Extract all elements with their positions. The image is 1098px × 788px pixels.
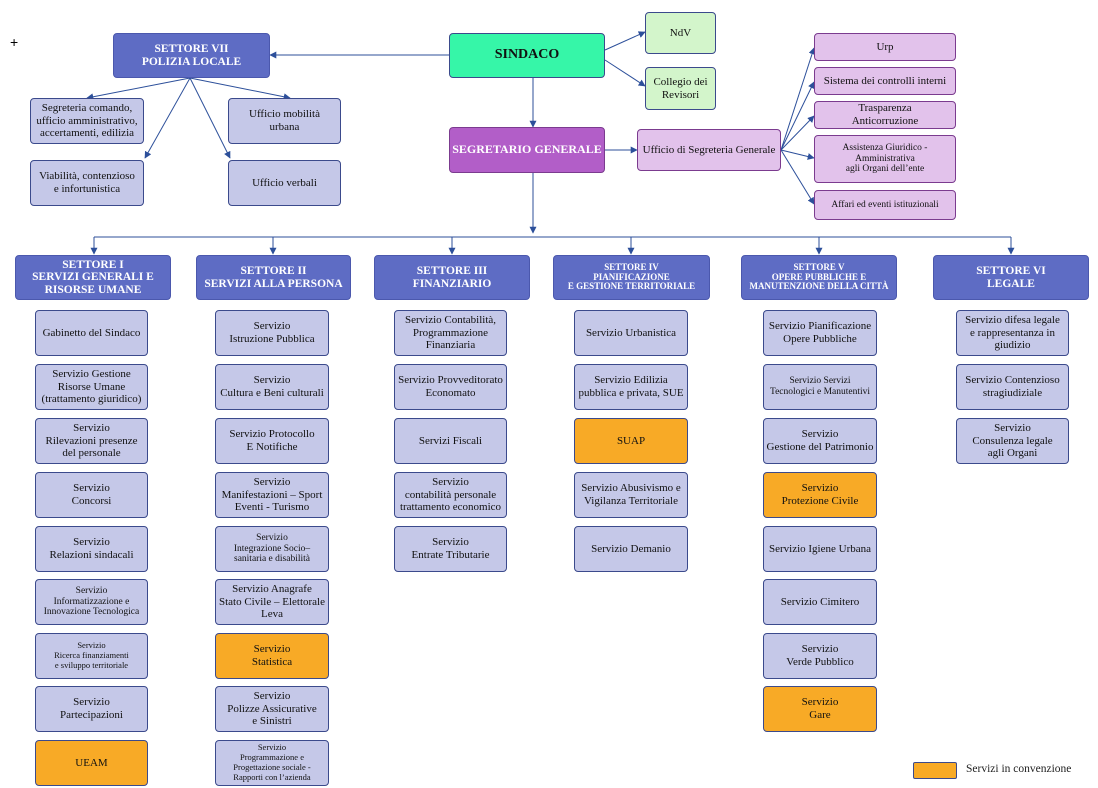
s2-service-7: Servizio Statistica — [215, 633, 329, 679]
s3-service-4: Servizio contabilità personale trattamen… — [394, 472, 507, 518]
edge-polizia-u4 — [189, 77, 231, 159]
edge-ufficio-u3 — [780, 115, 815, 151]
s4-service-5: Servizio Demanio — [574, 526, 688, 572]
legend-swatch — [913, 762, 957, 779]
s2-service-4: Servizio Manifestazioni – Sport Eventi -… — [215, 472, 329, 518]
s2-service-9: Servizio Programmazione e Progettazione … — [215, 740, 329, 786]
s2-service-2: Servizio Cultura e Beni culturali — [215, 364, 329, 410]
s4-service-2: Servizio Edilizia pubblica e privata, SU… — [574, 364, 688, 410]
edge-sindaco-collegio — [604, 59, 646, 87]
s4-service-1: Servizio Urbanistica — [574, 310, 688, 356]
polizia-unit-segreteria: Segreteria comando, ufficio amministrati… — [30, 98, 144, 144]
s2-service-1: Servizio Istruzione Pubblica — [215, 310, 329, 356]
s1-service-2: Servizio Gestione Risorse Umane (trattam… — [35, 364, 148, 410]
s3-service-2: Servizio Provveditorato Economato — [394, 364, 507, 410]
s3-service-5: Servizio Entrate Tributarie — [394, 526, 507, 572]
ufficio-segreteria-box: Ufficio di Segreteria Generale — [637, 129, 781, 171]
edge-polizia-u1 — [86, 77, 191, 101]
sector-vii-header: SETTORE VII POLIZIA LOCALE — [113, 33, 270, 78]
edge-sindaco-ndv — [604, 31, 646, 51]
sector-vi-header: SETTORE VI LEGALE — [933, 255, 1089, 300]
sector-v-header: SETTORE V OPERE PUBBLICHE E MANUTENZIONE… — [741, 255, 897, 300]
s3-service-1: Servizio Contabilità, Programmazione Fin… — [394, 310, 507, 356]
s5-service-1: Servizio Pianificazione Opere Pubbliche — [763, 310, 877, 356]
s1-service-1: Gabinetto del Sindaco — [35, 310, 148, 356]
sector-i-header: SETTORE I SERVIZI GENERALI E RISORSE UMA… — [15, 255, 171, 300]
s1-service-8: Servizio Partecipazioni — [35, 686, 148, 732]
s1-service-3: Servizio Rilevazioni presenze del person… — [35, 418, 148, 464]
s5-service-4: Servizio Protezione Civile — [763, 472, 877, 518]
s2-service-6: Servizio Anagrafe Stato Civile – Elettor… — [215, 579, 329, 625]
edge-polizia-u2 — [189, 77, 291, 101]
segreteria-unit-trasparenza: Trasparenza Anticorruzione — [814, 101, 956, 129]
s1-service-7: Servizio Ricerca finanziamenti e svilupp… — [35, 633, 148, 679]
segretario-generale-box: SEGRETARIO GENERALE — [449, 127, 605, 173]
s2-service-8: Servizio Polizze Assicurative e Sinistri — [215, 686, 329, 732]
s5-service-5: Servizio Igiene Urbana — [763, 526, 877, 572]
s5-service-6: Servizio Cimitero — [763, 579, 877, 625]
edge-ufficio-u5 — [780, 149, 815, 205]
sector-iv-header: SETTORE IV PIANIFICAZIONE E GESTIONE TER… — [553, 255, 710, 300]
s6-service-1: Servizio difesa legale e rappresentanza … — [956, 310, 1069, 356]
s1-service-4: Servizio Concorsi — [35, 472, 148, 518]
legend-label: Servizi in convenzione — [966, 763, 1072, 775]
s4-service-3: SUAP — [574, 418, 688, 464]
corner-plus-mark: + — [10, 34, 19, 50]
s3-service-3: Servizi Fiscali — [394, 418, 507, 464]
s5-service-8: Servizio Gare — [763, 686, 877, 732]
s5-service-3: Servizio Gestione del Patrimonio — [763, 418, 877, 464]
segreteria-unit-controlli: Sistema dei controlli interni — [814, 67, 956, 95]
s1-service-9: UEAM — [35, 740, 148, 786]
ndv-box: NdV — [645, 12, 716, 54]
s6-service-2: Servizio Contenzioso stragiudiziale — [956, 364, 1069, 410]
s1-service-5: Servizio Relazioni sindacali — [35, 526, 148, 572]
segreteria-unit-urp: Urp — [814, 33, 956, 61]
edge-ufficio-u2 — [780, 81, 815, 151]
edge-ufficio-u4 — [780, 149, 815, 160]
s2-service-3: Servizio Protocollo E Notifiche — [215, 418, 329, 464]
sindaco-box: SINDACO — [449, 33, 605, 78]
edge-polizia-u3 — [144, 77, 191, 159]
s5-service-7: Servizio Verde Pubblico — [763, 633, 877, 679]
edge-ufficio-u1 — [780, 47, 816, 151]
sector-iii-header: SETTORE III FINANZIARIO — [374, 255, 530, 300]
s1-service-6: Servizio Informatizzazione e Innovazione… — [35, 579, 148, 625]
polizia-unit-viabilita: Viabilità, contenzioso e infortunistica — [30, 160, 144, 206]
polizia-unit-mobilita: Ufficio mobilità urbana — [228, 98, 341, 144]
sector-ii-header: SETTORE II SERVIZI ALLA PERSONA — [196, 255, 351, 300]
segreteria-unit-assistenza: Assistenza Giuridico - Amministrativa ag… — [814, 135, 956, 183]
polizia-unit-verbali: Ufficio verbali — [228, 160, 341, 206]
collegio-revisori-box: Collegio dei Revisori — [645, 67, 716, 110]
segreteria-unit-affari: Affari ed eventi istituzionali — [814, 190, 956, 220]
s4-service-4: Servizio Abusivismo e Vigilanza Territor… — [574, 472, 688, 518]
s5-service-2: Servizio Servizi Tecnologici e Manutenti… — [763, 364, 877, 410]
s2-service-5: Servizio Integrazione Socio– sanitaria e… — [215, 526, 329, 572]
s6-service-3: Servizio Consulenza legale agli Organi — [956, 418, 1069, 464]
